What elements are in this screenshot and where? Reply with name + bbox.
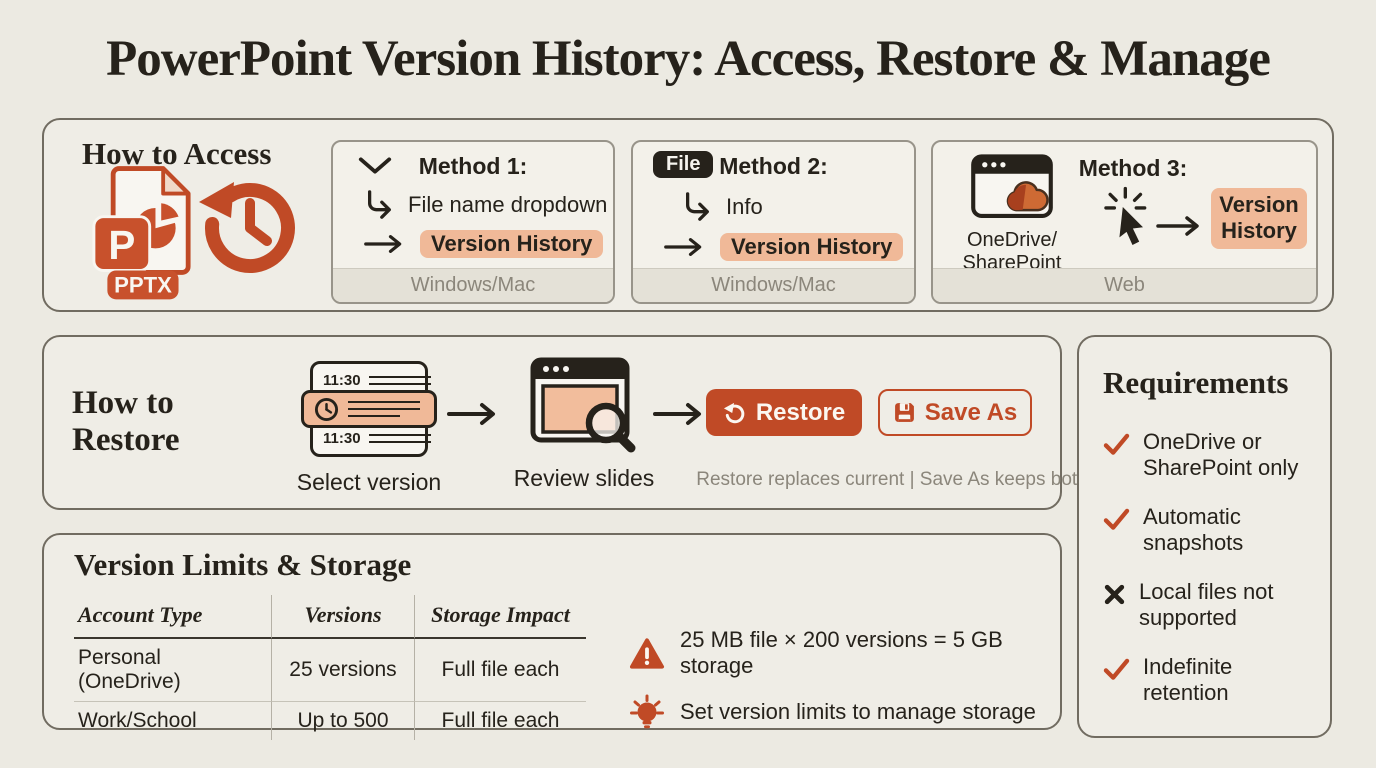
requirement-item: Indefinite retention — [1103, 654, 1311, 706]
version-time: 11:30 — [323, 371, 361, 389]
storage-warning: 25 MB file × 200 versions = 5 GB storage — [629, 627, 1060, 679]
method-1-version-history[interactable]: Version History — [420, 230, 604, 258]
requirements-heading: Requirements — [1103, 365, 1289, 400]
check-icon — [1103, 433, 1130, 481]
right-arrow-icon — [663, 236, 707, 258]
table-cell: Full file each — [414, 701, 586, 740]
review-slides-step: Review slides — [504, 355, 664, 492]
elbow-arrow-icon — [681, 192, 713, 222]
page-title: PowerPoint Version History: Access, Rest… — [106, 31, 1271, 87]
limits-heading: Version Limits & Storage — [74, 547, 412, 582]
file-menu-badge[interactable]: File — [653, 151, 714, 178]
version-time: 11:30 — [323, 429, 361, 447]
review-slides-label: Review slides — [513, 465, 655, 491]
method-1-card: Method 1: File name dropdown — [331, 140, 615, 304]
method-3-label: Method 3: — [1078, 155, 1188, 181]
method-2-label: Method 2: — [719, 153, 828, 179]
select-version-label: Select version — [296, 469, 442, 495]
limits-section: Version Limits & Storage Account Type Ve… — [42, 533, 1062, 740]
table-cell: Personal (OneDrive) — [78, 646, 181, 693]
right-arrow-icon — [1155, 214, 1205, 238]
method-2-version-history[interactable]: Version History — [720, 233, 904, 261]
right-arrow-icon — [363, 233, 407, 255]
limits-table: Account Type Versions Storage Impact Per… — [74, 595, 586, 740]
elbow-arrow-icon — [363, 190, 395, 220]
cross-icon — [1103, 583, 1126, 631]
method-3-card: OneDrive/ SharePoint web Method 3: — [931, 140, 1318, 304]
floppy-disk-icon — [893, 401, 916, 424]
restore-section: How to Restore 11:30 11:30 — [42, 335, 1088, 510]
requirements-section: Requirements OneDrive or SharePoint only… — [1077, 335, 1332, 738]
restore-undo-icon — [723, 401, 747, 425]
right-arrow-icon — [446, 401, 502, 427]
table-header: Storage Impact — [414, 595, 586, 639]
method-3-version-history[interactable]: Version History — [1211, 188, 1307, 249]
version-list-icon: 11:30 11:30 — [301, 361, 437, 457]
method-1-platform: Windows/Mac — [333, 268, 613, 302]
method-2-step1: Info — [726, 194, 763, 219]
table-cell: Work/School — [74, 701, 271, 740]
method-2-platform: Windows/Mac — [633, 268, 914, 302]
restore-button[interactable]: Restore — [706, 389, 862, 436]
pptx-letter: P — [108, 222, 135, 268]
pptx-label: PPTX — [114, 273, 172, 298]
browser-onedrive-icon — [970, 154, 1054, 220]
method-1-step1: File name dropdown — [408, 192, 608, 217]
clock-icon — [314, 397, 339, 422]
method-2-card: File Method 2: Info — [631, 140, 916, 304]
requirement-item: OneDrive or SharePoint only — [1103, 429, 1311, 481]
lightbulb-icon — [629, 694, 665, 730]
review-slides-icon — [530, 357, 638, 453]
cursor-click-icon — [1100, 186, 1154, 250]
table-cell: Up to 500 — [271, 701, 414, 740]
warning-icon — [629, 637, 665, 670]
check-icon — [1103, 508, 1130, 556]
restore-note: Restore replaces current | Save As keeps… — [696, 469, 1088, 490]
select-version-step: 11:30 11:30 — [289, 359, 449, 496]
access-section: How to Access P PPTX — [42, 118, 1334, 312]
access-heading: How to Access — [82, 136, 272, 171]
method-3-platform: Web — [933, 268, 1316, 302]
restore-heading: How to Restore — [72, 385, 180, 458]
requirement-item: Local files not supported — [1103, 579, 1311, 631]
chevron-down-icon — [357, 156, 393, 176]
right-arrow-icon — [652, 401, 708, 427]
version-history-icon — [196, 170, 302, 282]
pptx-file-icon: P PPTX — [92, 164, 192, 302]
save-as-button[interactable]: Save As — [878, 389, 1032, 436]
selected-version-row[interactable] — [301, 390, 437, 428]
table-cell: 25 versions — [271, 639, 414, 701]
requirement-item: Automatic snapshots — [1103, 504, 1311, 556]
table-header: Account Type — [74, 595, 271, 639]
table-cell: Full file each — [414, 639, 586, 701]
check-icon — [1103, 658, 1130, 706]
storage-tip: Set version limits to manage storage — [629, 694, 1060, 730]
table-header: Versions — [271, 595, 414, 639]
method-1-label: Method 1: — [418, 153, 528, 179]
